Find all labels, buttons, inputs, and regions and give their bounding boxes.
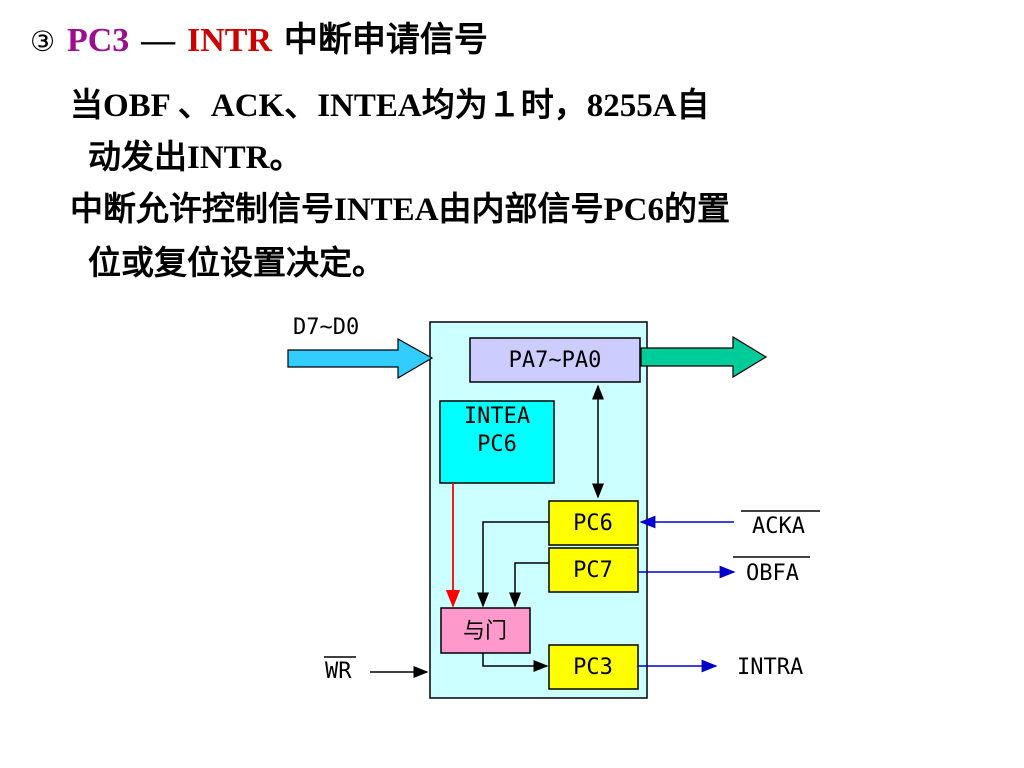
heading-pc3: PC3 bbox=[66, 22, 130, 59]
paragraph-2-line-2: 位或复位设置决定。 bbox=[88, 246, 385, 282]
intea-label: INTEA bbox=[464, 404, 530, 429]
heading-dash: — bbox=[141, 22, 176, 59]
wr-label: WR bbox=[325, 659, 352, 684]
heading: ③ PC3 — INTR 中断申请信号 bbox=[30, 12, 488, 61]
heading-number: ③ bbox=[30, 25, 56, 58]
paragraph-1-line-1: 当OBF 、ACK、INTEA均为１时，8255A自 bbox=[70, 88, 710, 124]
data-bus-label: D7~D0 bbox=[293, 315, 359, 340]
pc6-box bbox=[548, 500, 639, 546]
obfa-label: OBFA bbox=[746, 561, 799, 586]
intea-pc6-label: PC6 bbox=[477, 432, 517, 457]
and-gate-box bbox=[440, 607, 531, 654]
heading-title: 中断申请信号 bbox=[283, 20, 488, 60]
paragraph-2-line-1: 中断允许控制信号INTEA由内部信号PC6的置 bbox=[70, 192, 731, 228]
data-bus-arrow bbox=[287, 337, 434, 380]
and-gate-label: 与门 bbox=[463, 619, 507, 644]
paragraph-1-line-2: 动发出INTR。 bbox=[88, 140, 303, 176]
pc7-to-gate-line bbox=[509, 562, 549, 608]
pc3-label: PC3 bbox=[573, 655, 613, 680]
gate-to-pc3-line bbox=[482, 653, 549, 672]
pc3-box bbox=[548, 644, 639, 690]
heading-intr: INTR bbox=[186, 22, 272, 59]
port-a-box bbox=[469, 337, 641, 383]
intra-label: INTRA bbox=[737, 655, 803, 680]
pc7-box bbox=[548, 547, 639, 593]
intea-box bbox=[439, 400, 555, 484]
pc6-to-gate-line bbox=[477, 521, 549, 608]
acka-label: ACKA bbox=[752, 514, 805, 539]
port-a-label: PA7~PA0 bbox=[509, 348, 602, 373]
pc7-label: PC7 bbox=[573, 558, 613, 583]
port-a-output-arrow bbox=[640, 335, 768, 379]
pc6-label: PC6 bbox=[573, 511, 613, 536]
